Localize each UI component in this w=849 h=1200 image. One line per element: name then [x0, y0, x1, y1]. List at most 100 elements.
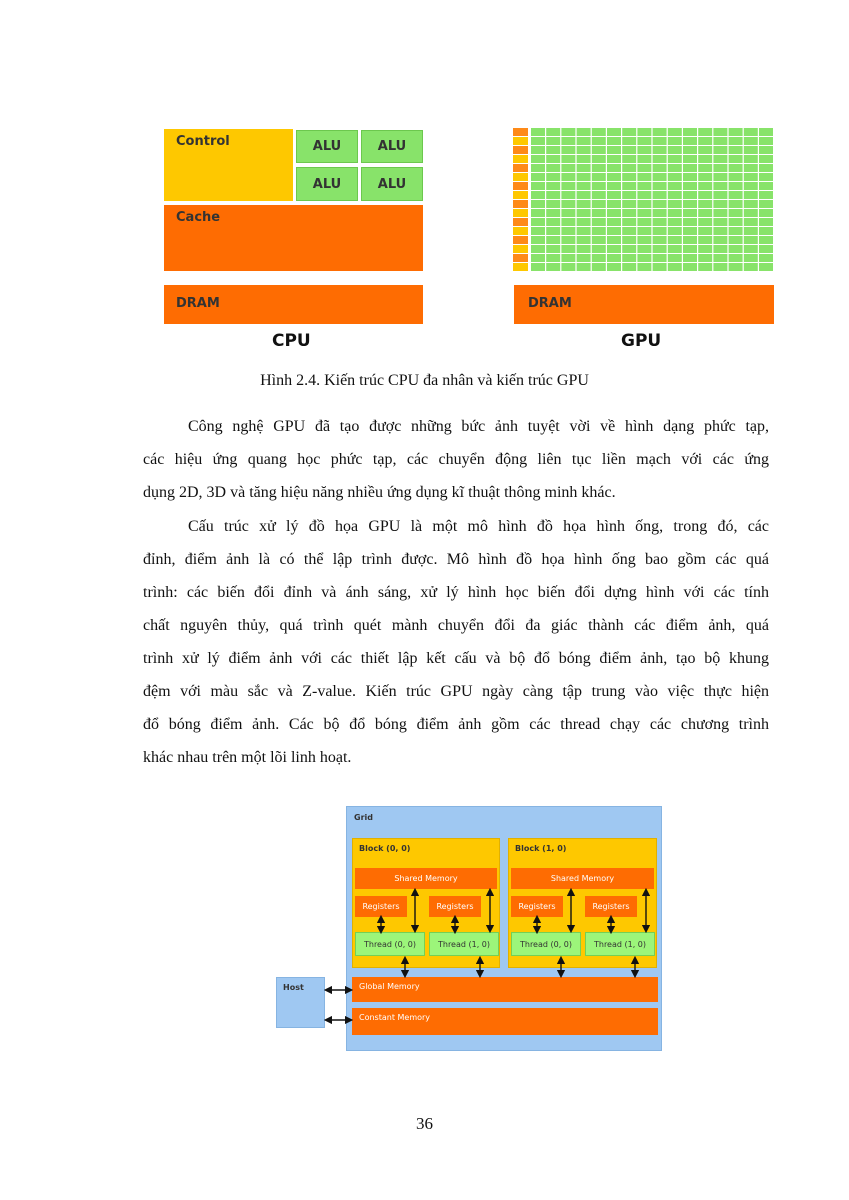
cpu-alu-label: ALU: [312, 176, 342, 192]
gpu-alu-cell: [576, 218, 591, 226]
gpu-alu-cell: [546, 227, 561, 235]
gpu-alu-cell: [652, 236, 667, 244]
gpu-alu-cell: [637, 209, 652, 217]
gpu-alu-cell: [713, 245, 728, 253]
gpu-alu-cell: [637, 155, 652, 163]
gpu-alu-cell: [667, 182, 682, 190]
paragraph-line: khác nhau trên một lõi linh hoạt.: [143, 749, 352, 766]
gpu-alu-cell: [667, 200, 682, 208]
gpu-alu-cell: [683, 164, 697, 172]
gpu-alu-cell: [607, 191, 621, 199]
gpu-alu-cell: [759, 137, 773, 145]
global-memory-label: Global Memory: [359, 982, 420, 991]
gpu-alu-cell: [698, 128, 713, 136]
gpu-alu-cell: [698, 146, 713, 154]
gpu-cache-cell: [513, 200, 528, 208]
gpu-alu-cell: [683, 173, 697, 181]
gpu-alu-cell: [591, 155, 606, 163]
gpu-alu-cell: [683, 128, 697, 136]
gpu-dram-block: DRAM: [514, 285, 774, 324]
gpu-alu-cell: [607, 173, 621, 181]
gpu-alu-cell: [652, 164, 667, 172]
gpu-alu-cell: [637, 200, 652, 208]
gpu-alu-cell: [713, 137, 728, 145]
gpu-alu-cell: [728, 245, 743, 253]
gpu-alu-cell: [576, 164, 591, 172]
gpu-alu-cell: [683, 155, 697, 163]
cpu-alu-2: ALU: [361, 130, 423, 163]
gpu-alu-cell: [743, 173, 758, 181]
paragraph-line: đỉnh, điểm ảnh là có thể lập trình được.…: [143, 551, 769, 568]
cpu-alu-label: ALU: [377, 139, 407, 154]
gpu-alu-cell: [637, 227, 652, 235]
block-label: Block (0, 0): [359, 844, 411, 853]
gpu-alu-cell: [652, 146, 667, 154]
registers: Registers: [429, 896, 481, 917]
gpu-alu-cell: [683, 191, 697, 199]
gpu-alu-cell: [652, 245, 667, 253]
gpu-alu-cell: [667, 173, 682, 181]
gpu-alu-cell: [561, 245, 576, 253]
gpu-alu-cell: [546, 164, 561, 172]
gpu-alu-cell: [546, 245, 561, 253]
gpu-alu-cell: [743, 227, 758, 235]
gpu-alu-cell: [743, 128, 758, 136]
gpu-alu-cell: [531, 200, 545, 208]
registers-label: Registers: [592, 902, 630, 911]
gpu-dram-label: DRAM: [528, 296, 572, 311]
gpu-control-cell: [513, 155, 528, 163]
gpu-alu-cell: [637, 164, 652, 172]
gpu-alu-cell: [759, 182, 773, 190]
gpu-alu-cell: [698, 137, 713, 145]
gpu-cache-cell: [513, 128, 528, 136]
gpu-alu-cell: [759, 128, 773, 136]
gpu-alu-cell: [591, 245, 606, 253]
gpu-alu-cell: [683, 218, 697, 226]
gpu-alu-cell: [561, 191, 576, 199]
gpu-alu-cell: [713, 191, 728, 199]
gpu-alu-cell: [561, 209, 576, 217]
constant-memory-label: Constant Memory: [359, 1013, 431, 1022]
thread: Thread (1, 0): [585, 932, 655, 956]
gpu-control-cell: [513, 227, 528, 235]
gpu-alu-cell: [652, 182, 667, 190]
gpu-alu-cell: [683, 245, 697, 253]
gpu-alu-cell: [698, 209, 713, 217]
shared-memory-label: Shared Memory: [550, 874, 615, 883]
gpu-alu-cell: [622, 191, 637, 199]
gpu-alu-cell: [561, 200, 576, 208]
cpu-cache-label: Cache: [176, 210, 221, 225]
cpu-alu-4: ALU: [361, 167, 423, 201]
gpu-cache-cell: [513, 254, 528, 262]
gpu-alu-cell: [591, 173, 606, 181]
gpu-alu-cell: [622, 245, 637, 253]
thread-label: Thread (0, 0): [363, 939, 417, 949]
gpu-alu-cell: [759, 227, 773, 235]
shared-memory: Shared Memory: [355, 868, 497, 889]
gpu-alu-cell: [546, 173, 561, 181]
gpu-alu-cell: [591, 209, 606, 217]
global-memory: Global Memory: [352, 977, 658, 1002]
gpu-alu-cell: [531, 128, 545, 136]
thread-label: Thread (0, 0): [519, 939, 573, 949]
gpu-alu-cell: [759, 254, 773, 262]
thread-label: Thread (1, 0): [437, 939, 491, 949]
gpu-alu-cell: [683, 254, 697, 262]
gpu-alu-cell: [698, 173, 713, 181]
gpu-alu-cell: [576, 227, 591, 235]
gpu-alu-cell: [652, 191, 667, 199]
page-number: 36: [416, 1114, 433, 1133]
gpu-alu-cell: [759, 146, 773, 154]
gpu-alu-cell: [667, 245, 682, 253]
gpu-alu-cell: [591, 191, 606, 199]
gpu-alu-cell: [637, 146, 652, 154]
gpu-alu-cell: [743, 155, 758, 163]
gpu-alu-cell: [637, 245, 652, 253]
gpu-alu-cell: [576, 245, 591, 253]
gpu-alu-cell: [713, 155, 728, 163]
gpu-alu-cell: [759, 164, 773, 172]
gpu-alu-cell: [561, 182, 576, 190]
gpu-alu-cell: [622, 254, 637, 262]
gpu-alu-cell: [759, 263, 773, 271]
paragraph-line: đệm với màu sắc và Z-value. Kiến trúc GP…: [143, 683, 769, 700]
